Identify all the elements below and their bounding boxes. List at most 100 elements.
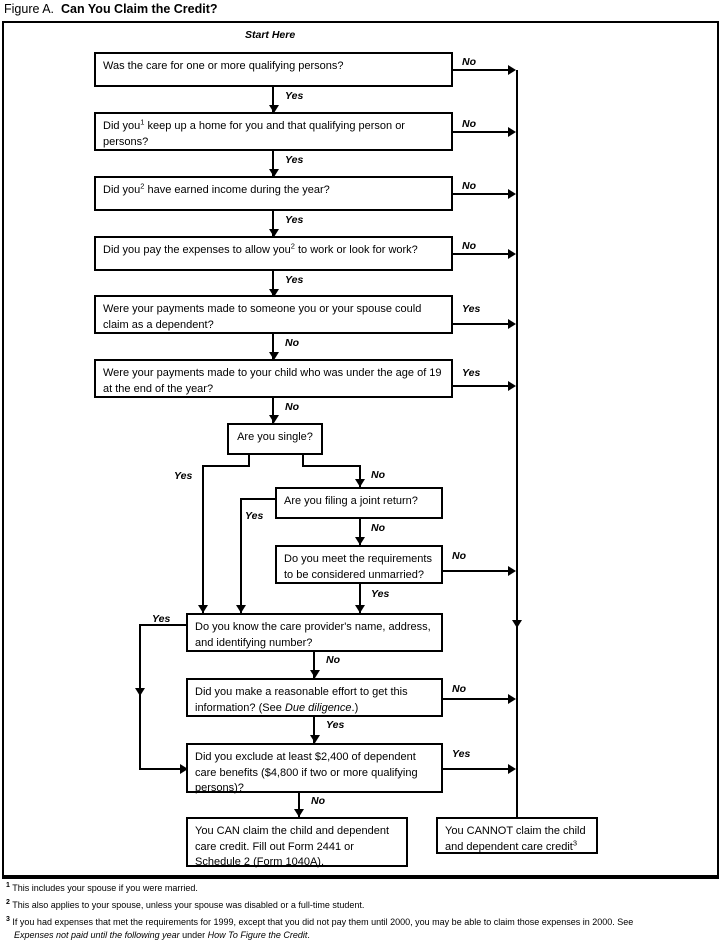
q11-no-line [443, 698, 510, 700]
q3-text-b: have earned income during the year? [144, 184, 330, 196]
q8-yes-horizontal [240, 498, 277, 500]
q2-text-b: keep up a home for you and that qualifyi… [103, 120, 405, 148]
figure-title: Can You Claim the Credit? [61, 2, 218, 16]
right-rail-vertical [516, 70, 518, 832]
q8-no-label: No [371, 522, 385, 534]
q1-no-arrow [508, 65, 516, 75]
q10-yes-arrow [180, 764, 188, 774]
q5-no-label: No [285, 337, 299, 349]
node-q5: Were your payments made to someone you o… [94, 295, 453, 334]
footnote-3-line2: Expenses not paid until the following ye… [14, 929, 310, 941]
q7-yes-stub [248, 455, 250, 467]
q11-yes-label: Yes [326, 719, 345, 731]
q8-no-line [359, 519, 361, 545]
node-q9: Do you meet the requirements to be consi… [275, 545, 443, 584]
q6-no-arrow [269, 415, 279, 423]
node-q7: Are you single? [227, 423, 323, 455]
q2-yes-line [272, 151, 274, 177]
q9-yes-line [359, 584, 361, 613]
q3-no-line [453, 193, 510, 195]
footnote-3-period: . [307, 930, 310, 940]
q4-no-line [453, 253, 510, 255]
q7-no-vertical [359, 465, 361, 487]
q3-footnote-ref: 2 [140, 181, 145, 191]
q8-yes-vertical [240, 498, 242, 613]
q7-yes-arrow [198, 605, 208, 613]
q6-yes-arrow [508, 381, 516, 391]
q1-no-line [453, 69, 510, 71]
node-q11: Did you make a reasonable effort to get … [186, 678, 443, 717]
node-q3: Did you2 have earned income during the y… [94, 176, 453, 211]
q9-no-line [443, 570, 510, 572]
q11-no-arrow [508, 694, 516, 704]
q5-no-arrow [269, 352, 279, 360]
q3-yes-arrow [269, 229, 279, 237]
q6-yes-label: Yes [462, 367, 481, 379]
q7-no-stub [302, 455, 304, 467]
q2-text-a: Did you [103, 120, 141, 132]
q3-no-label: No [462, 180, 476, 192]
q7-no-horizontal [302, 465, 361, 467]
q5-yes-label: Yes [462, 303, 481, 315]
result-cannot-footnote-ref: 3 [572, 837, 577, 847]
q11-no-label: No [452, 683, 466, 695]
q7-yes-vertical [202, 465, 204, 613]
q4-text-b: to work or look for work? [294, 244, 418, 256]
q10-no-arrow [310, 670, 320, 678]
q9-no-label: No [452, 550, 466, 562]
q2-footnote-ref: 1 [140, 117, 145, 127]
q12-no-line [298, 793, 300, 817]
right-rail-midpoint-arrow [512, 620, 522, 628]
q12-no-arrow [294, 809, 304, 817]
q4-footnote-ref: 2 [290, 241, 295, 251]
q2-yes-arrow [269, 169, 279, 177]
q3-yes-line [272, 211, 274, 237]
q5-yes-arrow [508, 319, 516, 329]
q6-no-label: No [285, 401, 299, 413]
q5-yes-line [453, 323, 510, 325]
footnote-3-text-line1: If you had expenses that met the require… [12, 917, 634, 927]
node-q12: Did you exclude at least $2,400 of depen… [186, 743, 443, 794]
q12-yes-line [443, 768, 510, 770]
q11-yes-line [313, 717, 315, 743]
result-can-claim: You CAN claim the child and dependent ca… [186, 817, 408, 868]
node-q8: Are you filing a joint return? [275, 487, 443, 519]
q4-yes-arrow [269, 289, 279, 297]
q7-no-arrow [355, 479, 365, 487]
q4-text-a: Did you pay the expenses to allow you [103, 244, 291, 256]
q6-yes-line [453, 385, 510, 387]
q7-yes-horizontal [202, 465, 250, 467]
figure-label: Figure A. [4, 2, 55, 16]
q7-no-label: No [371, 469, 385, 481]
q4-no-arrow [508, 249, 516, 259]
q8-yes-arrow [236, 605, 246, 613]
footnote-2-text: This also applies to your spouse, unless… [12, 900, 365, 910]
q1-yes-line [272, 87, 274, 113]
q12-yes-arrow [508, 764, 516, 774]
footnote-3-connector: under [179, 930, 208, 940]
footnote-3: 3 If you had expenses that met the requi… [6, 916, 633, 928]
q12-yes-label: Yes [452, 748, 471, 760]
footnote-3-ref-1: Expenses not paid until the following ye… [14, 930, 180, 940]
q5-no-line [272, 334, 274, 360]
q4-no-label: No [462, 240, 476, 252]
result-cannot-text: You CANNOT claim the child and dependent… [445, 825, 586, 853]
q9-yes-arrow [355, 605, 365, 613]
q6-no-line [272, 398, 274, 423]
start-here-label: Start Here [245, 29, 296, 41]
q3-yes-label: Yes [285, 214, 304, 226]
q2-no-label: No [462, 118, 476, 130]
q10-no-line [313, 652, 315, 678]
chart-frame [2, 21, 719, 877]
footnote-separator [2, 877, 719, 879]
node-q4: Did you pay the expenses to allow you2 t… [94, 236, 453, 271]
footnote-2: 2 This also applies to your spouse, unle… [6, 899, 364, 911]
footnote-1-text: This includes your spouse if you were ma… [12, 883, 198, 893]
page-title: Figure A. Can You Claim the Credit? [4, 2, 218, 16]
node-q2: Did you1 keep up a home for you and that… [94, 112, 453, 151]
node-q6: Were your payments made to your child wh… [94, 359, 453, 398]
q7-yes-label: Yes [174, 470, 193, 482]
q9-no-arrow [508, 566, 516, 576]
q2-yes-label: Yes [285, 154, 304, 166]
